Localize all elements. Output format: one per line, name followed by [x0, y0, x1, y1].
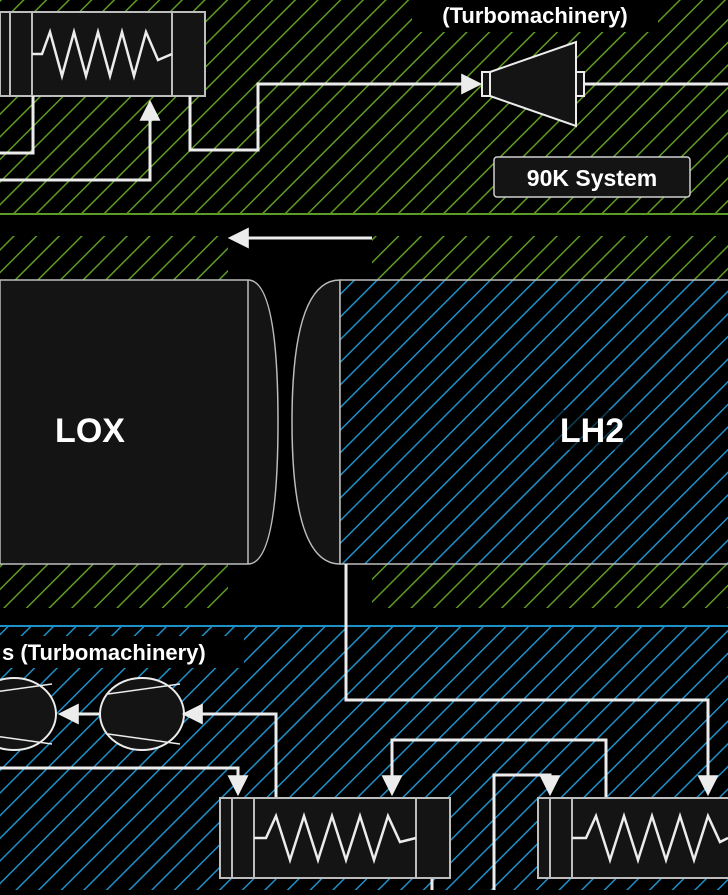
riser-line — [492, 773, 561, 890]
compressor-to-hx-line — [0, 766, 249, 797]
bottom-heat-exchanger-1 — [219, 797, 451, 879]
top-turbo-text: (Turbomachinery) — [442, 3, 627, 28]
bottom-heat-exchanger-2 — [537, 797, 728, 879]
hx-to-compressor-line — [181, 703, 278, 798]
compressor-icon — [99, 677, 185, 751]
bottom-turbo-text: s (Turbomachinery) — [2, 640, 206, 665]
top-feed-line — [188, 73, 483, 152]
turbine-icon — [481, 40, 585, 128]
lh2-insulation-top — [372, 236, 728, 280]
lox-insulation-top — [0, 236, 228, 280]
system-90k-badge: 90K System — [493, 156, 691, 198]
system-90k-text: 90K System — [527, 165, 657, 191]
lox-insulation-bottom — [0, 564, 228, 608]
top-return-line — [0, 96, 35, 155]
lh2-label: LH2 — [560, 412, 624, 450]
top-heat-exchanger — [0, 11, 206, 97]
compressor-icon-2 — [0, 677, 57, 751]
heater-coil-icon — [32, 27, 173, 81]
heater-coil-icon-3 — [572, 811, 728, 865]
lox-label: LOX — [55, 412, 125, 450]
top-recirc-line — [0, 99, 161, 182]
lox-tank: LOX — [0, 279, 279, 565]
lh2-outlet-line — [344, 564, 719, 797]
bottom-turbo-label: s (Turbomachinery) — [0, 636, 244, 668]
lh2-insulation-bottom — [372, 564, 728, 608]
cross-feed-line — [381, 738, 608, 798]
heater-coil-icon-2 — [254, 811, 417, 865]
top-turbo-label: (Turbomachinery) — [412, 0, 658, 32]
lh2-tank: LH2 — [291, 279, 728, 565]
